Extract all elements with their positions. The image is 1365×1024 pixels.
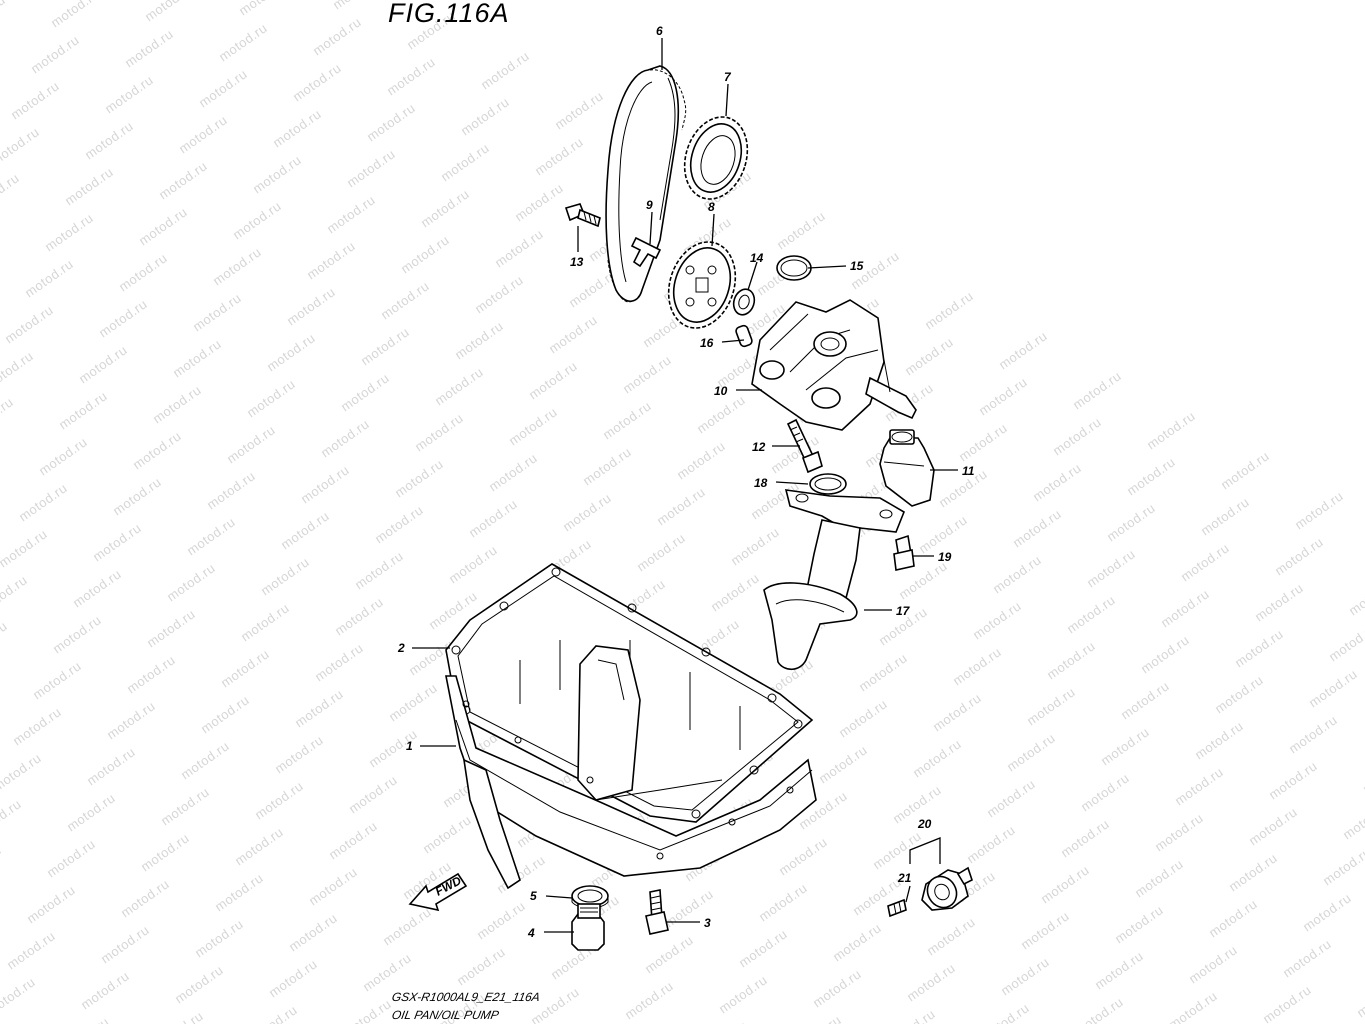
callout-8: 8	[708, 200, 715, 214]
callout-12: 12	[752, 440, 766, 454]
footer-figure-name: OIL PAN/OIL PUMP	[390, 1008, 500, 1022]
part-6-oil-pump-chain[interactable]	[605, 65, 687, 303]
callout-7: 7	[724, 70, 732, 84]
leader-lines	[412, 38, 958, 933]
part-10-oil-pump-assy[interactable]	[751, 299, 917, 431]
callout-5: 5	[530, 889, 537, 903]
part-13-bolt[interactable]	[564, 203, 601, 228]
part-11-oil-pressure-regulator[interactable]	[879, 429, 935, 507]
footer-figure-code: GSX-R1000AL9_E21_116A	[390, 990, 542, 1004]
part-16-dowel-pin[interactable]	[735, 324, 753, 348]
callout-4: 4	[527, 926, 535, 940]
part-4-drain-plug[interactable]	[571, 903, 605, 951]
callout-3: 3	[704, 916, 711, 930]
part-7-oil-pump-drive-sprocket[interactable]	[674, 109, 757, 207]
callout-21: 21	[897, 871, 912, 885]
callout-18: 18	[754, 476, 768, 490]
callout-10: 10	[714, 384, 728, 398]
callout-16: 16	[700, 336, 714, 350]
part-21-bolt[interactable]	[887, 898, 907, 918]
callout-9: 9	[646, 198, 653, 212]
callout-2: 2	[397, 641, 405, 655]
callout-20: 20	[917, 817, 932, 831]
forward-direction-arrow: FWD	[408, 872, 468, 912]
part-14-washer[interactable]	[730, 287, 757, 318]
callout-numbers: 6 7 8 9 13 14 15 16 10 12 18 11 19 17 2 …	[397, 24, 975, 940]
part-20-oil-pressure-switch[interactable]	[921, 866, 973, 913]
part-18-o-ring[interactable]	[809, 473, 847, 495]
callout-14: 14	[750, 251, 764, 265]
part-19-bolt[interactable]	[893, 534, 915, 571]
callout-6: 6	[656, 24, 663, 38]
part-9-gear-retainer[interactable]	[630, 236, 662, 268]
part-8-oil-pump-driven-gear[interactable]	[658, 233, 746, 336]
part-15-o-ring[interactable]	[776, 255, 812, 281]
callout-1: 1	[406, 739, 413, 753]
callout-19: 19	[938, 550, 952, 564]
figure-title: FIG.116A	[388, 0, 510, 28]
part-1-oil-pan[interactable]	[445, 640, 817, 890]
callout-15: 15	[850, 259, 864, 273]
part-12-bolt[interactable]	[786, 418, 823, 474]
part-17-oil-strainer[interactable]	[763, 489, 905, 671]
callout-17: 17	[896, 604, 911, 618]
callout-11: 11	[962, 464, 975, 478]
part-3-bolt[interactable]	[645, 889, 669, 935]
callout-13: 13	[570, 255, 584, 269]
